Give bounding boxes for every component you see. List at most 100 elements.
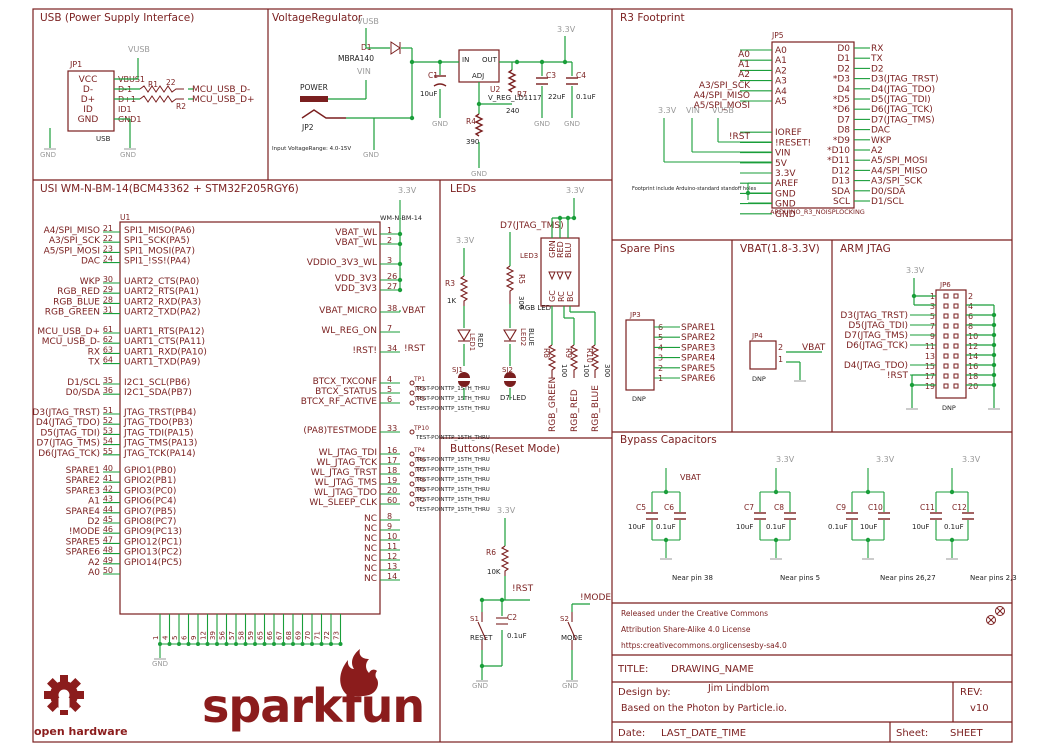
mcu-left-net: SPARE6: [66, 548, 101, 558]
mcu-right-pin-number: 13: [387, 562, 397, 571]
header-pin-icon: [953, 303, 959, 309]
test-point-part: TEST-POINTTP_15TH_THRU: [415, 487, 490, 493]
mcu-left-pin-name: GPIO1(PB0): [124, 466, 176, 476]
mcu-left-net: A0: [88, 568, 100, 578]
mcu-right-pin-name: VBAT_WL: [335, 228, 377, 238]
mcu-gnd-pin-number: 71: [314, 631, 322, 640]
jp5-right-pin: D2: [837, 64, 850, 74]
mcu-right-pin-number: 27: [387, 282, 397, 291]
v33-supply: 3.3V: [557, 25, 576, 34]
u2-out-pin: OUT: [482, 56, 498, 64]
jp5-left-pin: A1: [775, 56, 787, 66]
mcu-left-pin-number: 51: [103, 406, 113, 415]
rst-net: !RST: [404, 344, 426, 354]
mcu-left-pin-name: GPIO14(PC5): [124, 558, 182, 568]
jp5-right-net: D5(JTAG_TDI): [871, 95, 931, 105]
rgb-led-cathode-label: GC: [548, 290, 557, 302]
mcu-left-pin-name: UART1_CTS(PA11): [124, 337, 205, 347]
vin-supply: VIN: [357, 67, 371, 76]
mcu-right-pin-number: 12: [387, 552, 397, 561]
mcu-left-pin-name: GPIO3(PC0): [124, 486, 176, 496]
c4-ref: C4: [576, 71, 586, 80]
jp1-ref: JP1: [69, 60, 82, 69]
junction: [397, 261, 403, 267]
r9-value: 100: [582, 364, 590, 377]
jp6-even-pin: 14: [968, 352, 978, 361]
mcu-right-pin-number: 4: [387, 375, 392, 384]
rst-net: !RST: [512, 584, 534, 594]
date-label: Date:: [618, 728, 645, 739]
jp5-left-pin: GND: [775, 189, 796, 199]
mcu-left-net: D3(JTAG_TRST): [32, 408, 100, 418]
usb-pin-label: ID: [83, 105, 93, 115]
test-point-icon: [409, 481, 415, 487]
open-hardware-text: open hardware: [34, 725, 128, 738]
mcu-left-net: A4/SPI_MISO: [44, 226, 100, 236]
mcu-gnd-pin-number: 68: [285, 631, 293, 640]
jp5-right-pin: D1: [837, 54, 850, 64]
junction: [745, 190, 751, 196]
test-point-ref: TP8: [413, 477, 425, 484]
mcu-right-pin-name: WL_REG_ON: [321, 326, 377, 336]
usb-pin-label: D-: [83, 85, 93, 95]
mcu-left-pin-name: UART2_TXD(PA2): [124, 308, 200, 318]
bypass-note: Near pins 26,27: [880, 574, 936, 582]
mcu-right-pin-name: BTCX_TXCONF: [313, 377, 377, 387]
rgb-led-anode-label: GRN: [548, 240, 557, 258]
jp5-right-net: RX: [871, 44, 883, 54]
r5-value: 300: [517, 296, 525, 309]
mcu-left-net: D1/SCL: [67, 378, 100, 388]
logos: open hardware sparkfun: [34, 649, 425, 738]
junction: [865, 537, 871, 543]
mcu-right-pin-name: NC: [364, 574, 377, 584]
junction: [773, 489, 779, 495]
jp6-odd-pin: 17: [925, 372, 935, 381]
jp5-right-pin: D13: [832, 177, 850, 187]
mcu-left-net: !MODE: [69, 527, 100, 537]
mcu-left-net: RGB_BLUE: [53, 297, 100, 307]
standoff-note: Footprint include Arduino-standard stand…: [632, 186, 757, 192]
gnd-symbol: GND: [562, 682, 578, 690]
jp2-ref: JP2: [301, 123, 314, 132]
mcu-left-pin-name: SPI1_SCK(PA5): [124, 236, 190, 246]
mcu-left-net: A3/SPI_SCK: [49, 236, 101, 246]
header-pin-icon: [953, 363, 959, 369]
jp5-left-pin: VIN: [775, 149, 791, 159]
vusb-supply: VUSB: [357, 17, 379, 26]
mcu-right-pin-name: WL_JTAG_TRST: [311, 468, 378, 478]
jp5-left-net: A4/SPI_MISO: [694, 91, 750, 101]
mcu-right-pin-number: 38: [387, 304, 397, 313]
mcu-left-pin-number: 54: [103, 437, 113, 446]
mcu-left-net: A2: [88, 558, 100, 568]
mcu-left-pin-name: UART2_RTS(PA1): [124, 287, 199, 297]
test-point-ref: TP2: [413, 497, 425, 504]
gnd-symbol: GND: [40, 151, 56, 159]
jp6-odd-pin: 19: [925, 382, 935, 391]
mcu-left-net: SPARE1: [66, 466, 100, 476]
mcu-right-pin-name: BTCX_STATUS: [315, 387, 377, 397]
sheet-frame: [32, 8, 1013, 743]
u2-part: V_REG_LD1117: [488, 94, 542, 102]
r3-footprint-section: JP5 ARDUINO_R3_NOISPLOCKING Footprint in…: [632, 31, 939, 220]
rev-value: v10: [970, 703, 989, 714]
test-point-part: TEST-POINTTP_15TH_THRU: [415, 497, 490, 503]
mcu-right-pin-name: WL_JTAG_TCK: [317, 458, 379, 468]
cap-ref: C5: [636, 503, 646, 512]
vbat-net: VBAT: [802, 343, 826, 353]
mcu-gnd-pin-number: 4: [162, 635, 170, 640]
mcu-left-pin-name: JTAG_TCK(PA14): [123, 449, 196, 459]
section-title-r3: R3 Footprint: [620, 12, 685, 24]
mcu-right-pin-number: 26: [387, 272, 397, 281]
mcu-left-net: D5(JTAG_TDI): [40, 428, 100, 438]
sparkfun-wordmark: sparkfun: [202, 679, 424, 733]
r8-value: 100: [560, 364, 568, 377]
sparkfun-flame-icon: [340, 649, 379, 697]
jp4-dnp: DNP: [752, 375, 766, 383]
vbat-net: VBAT: [402, 306, 426, 316]
cap-ref: C9: [836, 503, 846, 512]
voltage-regulator-section: VUSB VIN D1 MBRA140 IN OUT ADJ U2 V_REG_…: [272, 17, 596, 178]
mcu-right-pin-number: 10: [387, 532, 397, 541]
jp5-right-pin: *D11: [827, 156, 850, 166]
test-point-ref: TP3: [413, 386, 425, 393]
